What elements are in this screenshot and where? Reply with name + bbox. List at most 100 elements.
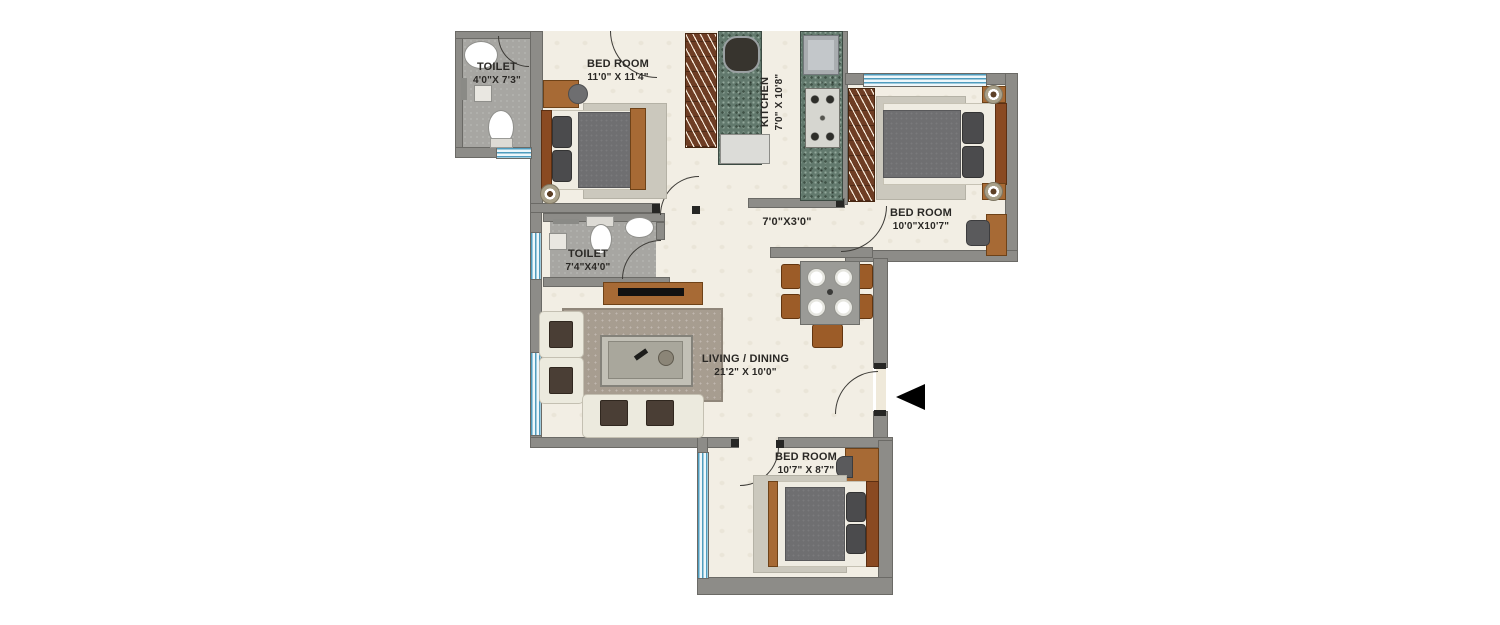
wall [530, 203, 660, 213]
shower-icon [553, 219, 579, 224]
wall [530, 31, 543, 213]
wall [748, 198, 845, 208]
room-name: TOILET [567, 248, 609, 260]
room-dims: 10'7" X 8'7" [777, 465, 835, 477]
door-stub [731, 439, 739, 447]
shower-tray-icon [549, 233, 567, 250]
room-name: TOILET [476, 61, 518, 73]
wall [455, 31, 543, 39]
table-centre-icon [827, 289, 833, 295]
washbasin-icon [625, 217, 654, 238]
entry-threshold [876, 369, 886, 411]
wall [873, 258, 888, 368]
room-dims: 7'0"X3'0" [762, 216, 812, 228]
dining-chair-icon [781, 294, 801, 319]
door-stub [692, 206, 700, 214]
wc-tank-icon [490, 138, 513, 148]
bed-headboard [866, 481, 879, 567]
pillow [962, 112, 984, 144]
bedroom-top-label: BED ROOM 11'0" X 11'4" [563, 57, 673, 84]
bed-footboard [630, 108, 646, 190]
window [863, 73, 987, 87]
blanket [883, 110, 961, 178]
blanket [785, 487, 845, 561]
bedroom-right-label: BED ROOM 10'0"X10'7" [866, 206, 976, 233]
dining-table-icon [800, 261, 860, 325]
wall [778, 437, 893, 448]
room-dims: 11'0" X 11'4" [587, 72, 649, 84]
wall [1005, 73, 1018, 262]
wall [878, 440, 893, 580]
passage-label: 7'0"X3'0" [744, 215, 830, 229]
kitchen-label: KITCHEN 7'0" X 10'8" [745, 57, 799, 147]
plate-icon [807, 268, 826, 287]
washbasin-icon [464, 41, 498, 69]
entry-arrow-icon [896, 384, 925, 410]
wall [530, 437, 739, 448]
cushion [549, 321, 573, 348]
wall [873, 411, 888, 442]
room-name: LIVING / DINING [701, 353, 790, 365]
wall [770, 247, 873, 258]
lamp-icon [540, 184, 560, 204]
window [496, 147, 532, 159]
toilet-top-label: TOILET 4'0"X 7'3" [452, 60, 542, 87]
shower-tray-icon [474, 85, 492, 102]
pillow [552, 116, 572, 148]
room-dims: 4'0"X 7'3" [473, 75, 521, 87]
room-dims: 7'4"X4'0" [565, 262, 611, 274]
bed-headboard [995, 103, 1007, 185]
dining-chair-icon [812, 324, 843, 348]
window [530, 232, 542, 280]
wall [656, 222, 665, 240]
pillow [846, 492, 866, 522]
pillow [846, 524, 866, 554]
window [697, 452, 709, 579]
tv-icon [618, 288, 684, 296]
cushion [549, 367, 573, 394]
bedroom-bottom-label: BED ROOM 10'7" X 8'7" [750, 450, 862, 477]
living-dining-label: LIVING / DINING 21'2" X 10'0" [678, 352, 813, 379]
cushion [600, 400, 628, 426]
bed-footboard [768, 481, 778, 567]
plate-icon [834, 298, 853, 317]
wardrobe-icon [848, 88, 875, 202]
room-dims: 21'2" X 10'0" [714, 367, 777, 379]
gas-hob-icon [805, 88, 840, 148]
tray-icon [658, 350, 674, 366]
wall [455, 31, 463, 158]
stool-icon [568, 84, 588, 104]
cushion [646, 400, 674, 426]
door-stub [874, 410, 886, 416]
room-name: BED ROOM [586, 58, 650, 70]
room-dims: 10'0"X10'7" [892, 221, 950, 233]
door-stub [836, 199, 844, 207]
wardrobe-icon [685, 33, 717, 148]
pillow [552, 150, 572, 182]
bed-headboard [541, 110, 552, 190]
toilet-mid-label: TOILET 7'4"X4'0" [545, 247, 631, 274]
dining-chair-icon [781, 264, 801, 289]
wall [840, 31, 848, 205]
door-stub [874, 363, 886, 369]
shower-icon [461, 78, 467, 100]
wall [845, 73, 865, 85]
lamp-icon [984, 85, 1003, 104]
pillow [962, 146, 984, 178]
wall [845, 250, 1018, 262]
chair-icon [966, 220, 990, 246]
wc-icon [590, 224, 612, 254]
door-stub [652, 204, 660, 213]
room-name: BED ROOM [774, 451, 838, 463]
room-name: BED ROOM [889, 207, 953, 219]
room-name: KITCHEN [759, 76, 772, 128]
kitchen-sink-icon [803, 35, 839, 75]
plate-icon [807, 298, 826, 317]
fridge-icon [720, 134, 770, 164]
wall [697, 577, 893, 595]
room-dims: 7'0" X 10'8" [773, 73, 785, 131]
lamp-icon [984, 182, 1003, 201]
plate-icon [834, 268, 853, 287]
kitchen-basin-icon [723, 36, 760, 73]
